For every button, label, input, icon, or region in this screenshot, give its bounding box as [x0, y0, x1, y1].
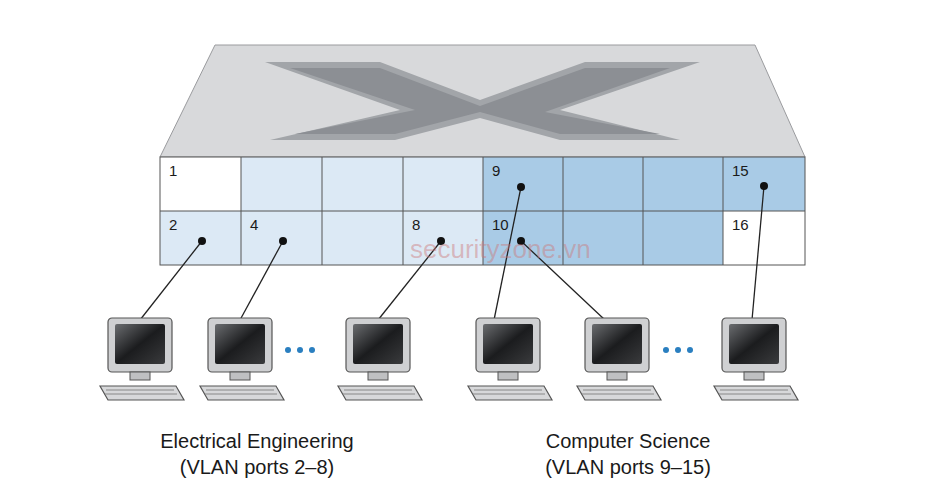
switch-port: 2 — [161, 212, 241, 265]
switch-port: 16 — [724, 212, 805, 265]
switch-port: 4 — [242, 212, 322, 265]
switch-port: 15 — [724, 158, 805, 211]
port-number: 4 — [250, 216, 258, 233]
port-number: 15 — [732, 162, 749, 179]
watermark: securityzone.vn — [410, 234, 591, 265]
port-number: 9 — [492, 162, 500, 179]
port-number: 10 — [492, 216, 509, 233]
switch-port: 1 — [161, 158, 241, 211]
group-caption: Electrical Engineering (VLAN ports 2–8) — [137, 428, 377, 480]
port-number: 1 — [169, 162, 177, 179]
port-number: 2 — [169, 216, 177, 233]
port-number: 8 — [412, 216, 420, 233]
port-number: 16 — [732, 216, 749, 233]
group-caption: Computer Science (VLAN ports 9–15) — [528, 428, 728, 480]
switch-port: 9 — [484, 158, 563, 211]
